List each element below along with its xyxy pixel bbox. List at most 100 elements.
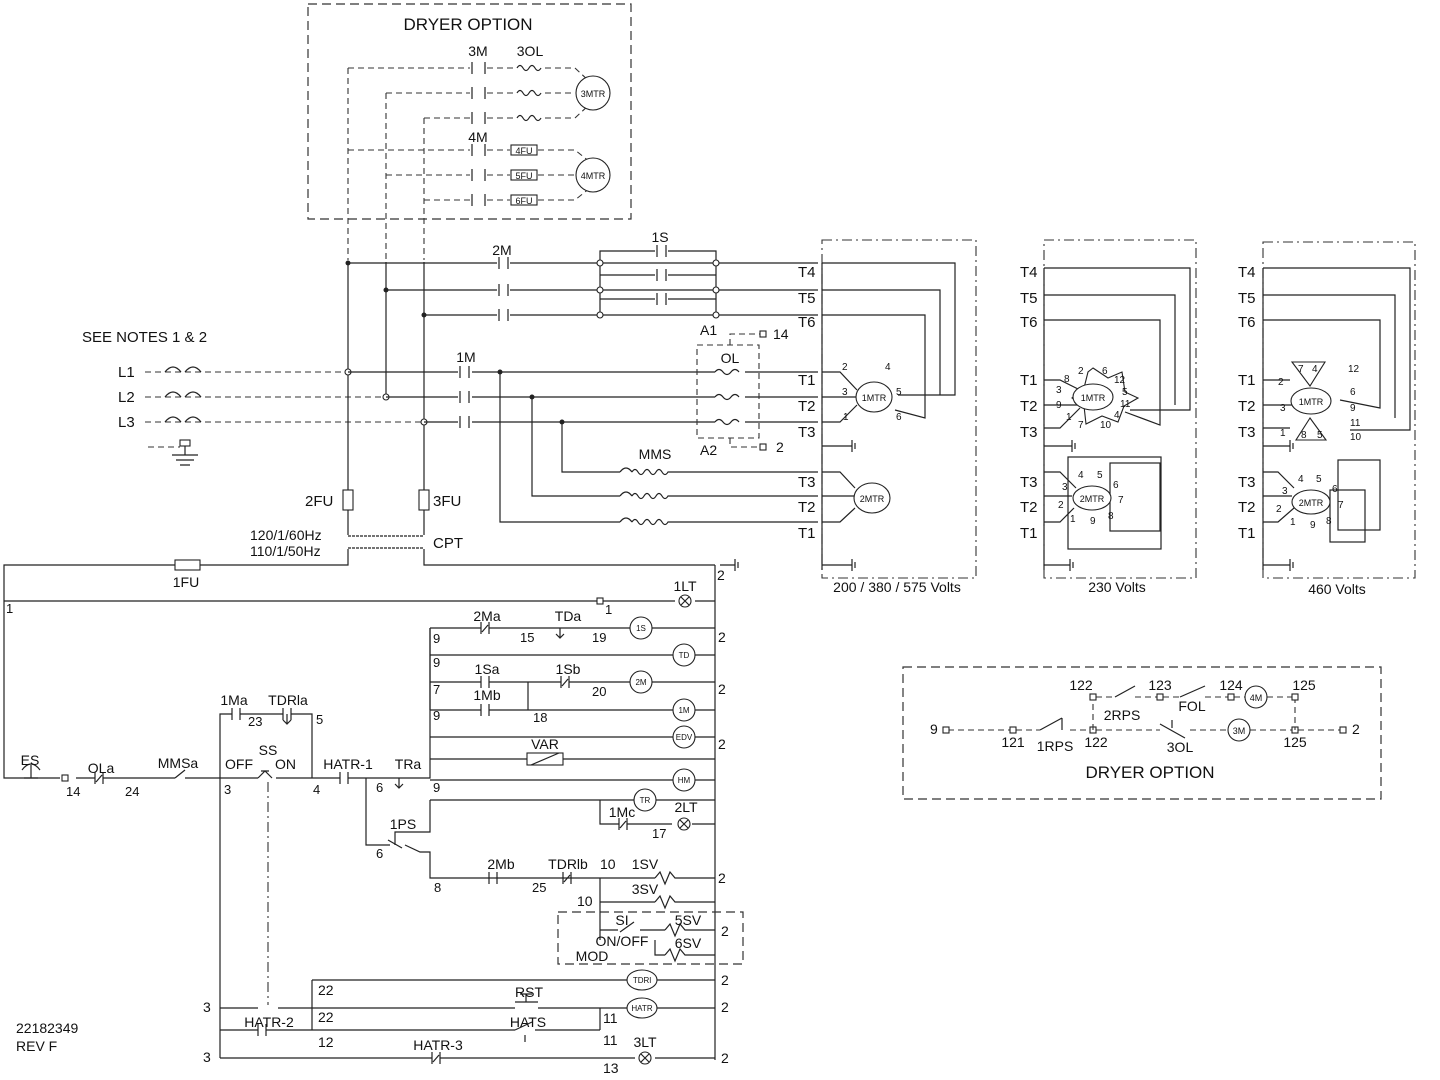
coil-2m: 2M xyxy=(635,678,646,687)
p2-t5: T5 xyxy=(1020,290,1038,307)
wire-7: 7 xyxy=(433,682,440,697)
contact-1sb: 1Sb xyxy=(556,661,581,677)
p1-lead-2: 2 xyxy=(842,362,848,373)
p2-lead-11: 11 xyxy=(1120,399,1131,410)
p2-lead-7: 7 xyxy=(1078,420,1084,431)
contact-1mb: 1Mb xyxy=(473,687,500,703)
motor-panel-2: T4 T5 T6 T1 T2 T3 T3 T2 T1 1MTR 3 8 9 1 … xyxy=(1020,239,1197,595)
doc-number: 22182349 xyxy=(16,1020,79,1036)
p3-t3: T3 xyxy=(1238,424,1256,441)
p2-lead-8: 8 xyxy=(1064,374,1070,385)
p3-m2-lead-3: 3 xyxy=(1282,486,1288,497)
p3-lead-5: 5 xyxy=(1317,430,1323,441)
do-124: 124 xyxy=(1219,677,1243,693)
wire-10-a: 10 xyxy=(600,856,616,872)
valve-1sv: 1SV xyxy=(632,856,659,872)
p2-m2-lead-7: 7 xyxy=(1118,495,1124,506)
wire-2-1s: 2 xyxy=(718,629,726,645)
switch-hats: HATS xyxy=(510,1014,546,1030)
coil-hatr: HATR xyxy=(631,1004,652,1013)
p3-m2-lead-9: 9 xyxy=(1310,520,1316,531)
p3-lead-7: 7 xyxy=(1298,364,1304,375)
valve-5sv: 5SV xyxy=(675,912,702,928)
contact-tda: TDa xyxy=(555,608,582,624)
p3-lead-6: 6 xyxy=(1350,387,1356,398)
wire-9-c: 9 xyxy=(433,708,440,723)
do-2: 2 xyxy=(1352,721,1360,737)
p1-voltage: 200 / 380 / 575 Volts xyxy=(833,579,961,595)
do-9: 9 xyxy=(930,721,938,737)
fuse-5fu-label: 5FU xyxy=(515,171,532,181)
coil-1s: 1S xyxy=(636,624,646,633)
coil-hm: HM xyxy=(678,776,691,785)
dryer-option-bottom-title: DRYER OPTION xyxy=(1085,763,1214,782)
p2-2mtr: 2MTR xyxy=(1080,494,1105,504)
p3-1mtr: 1MTR xyxy=(1299,397,1324,407)
transformer-cpt-label: CPT xyxy=(433,535,463,552)
ss-off-label: OFF xyxy=(225,756,253,772)
fuse-4fu-label: 4FU xyxy=(515,146,532,156)
p3-m2-lead-8: 8 xyxy=(1326,516,1332,527)
wire-9-main: 9 xyxy=(433,780,440,795)
contact-3m-label: 3M xyxy=(468,43,487,59)
wire-2-3lt: 2 xyxy=(721,1050,729,1066)
ol-label: OL xyxy=(721,350,740,366)
button-rst[interactable]: RST xyxy=(515,984,543,1000)
contact-1m-label: 1M xyxy=(456,349,475,365)
p3-lead-10: 10 xyxy=(1350,432,1362,443)
p2-lead-10: 10 xyxy=(1100,420,1112,431)
do-4m: 4M xyxy=(1250,693,1263,703)
wire-25: 25 xyxy=(532,880,546,895)
wire-3-c: 3 xyxy=(203,1049,211,1065)
do-fol: FOL xyxy=(1178,698,1205,714)
wire-2-hatr: 2 xyxy=(721,999,729,1015)
wire-24: 24 xyxy=(125,784,139,799)
dryer-option-bottom: 9 121 1RPS 122 3OL 3M 125 2 122 2RPS 123… xyxy=(902,666,1382,800)
a2-label: A2 xyxy=(700,442,717,458)
p3-m2-lead-7: 7 xyxy=(1338,500,1344,511)
lamp-2lt: 2LT xyxy=(674,799,698,815)
wire-18: 18 xyxy=(533,710,547,725)
do-2rps: 2RPS xyxy=(1104,707,1141,723)
p2-t2: T2 xyxy=(1020,398,1038,415)
control-circuit: 1FU 1 2 1 1LT 9 9 7 9 2Ma 15 TDa 19 1S 2… xyxy=(3,559,744,1076)
p1-lead-4: 4 xyxy=(885,362,891,373)
p3-voltage: 460 Volts xyxy=(1308,581,1366,597)
p2-lead-9: 9 xyxy=(1056,400,1062,411)
doc-rev: REV F xyxy=(16,1038,57,1054)
wire-3-b: 3 xyxy=(203,999,211,1015)
wire-2-top: 2 xyxy=(717,567,725,583)
valve-3sv: 3SV xyxy=(632,881,659,897)
p2-m2-lead-9: 9 xyxy=(1090,516,1096,527)
contact-2ma: 2Ma xyxy=(473,608,500,624)
fuse-3fu-label: 3FU xyxy=(433,493,461,510)
contact-2mb: 2Mb xyxy=(487,856,514,872)
wire-20: 20 xyxy=(592,684,606,699)
fuse-2fu-label: 2FU xyxy=(305,493,333,510)
p2-t1: T1 xyxy=(1020,372,1038,389)
contact-1mc: 1Mc xyxy=(609,804,635,820)
do-123: 123 xyxy=(1148,677,1172,693)
p1-b-t1: T1 xyxy=(798,525,816,542)
line-l3-label: L3 xyxy=(118,414,135,431)
p1-lead-5: 5 xyxy=(896,387,902,398)
coil-tdrl: TDRl xyxy=(633,976,651,985)
p1-1mtr: 1MTR xyxy=(862,393,887,403)
wire-2-1sv: 2 xyxy=(718,870,726,886)
do-122-b: 122 xyxy=(1084,734,1108,750)
si-mod: MOD xyxy=(576,948,609,964)
p3-b-t1: T1 xyxy=(1238,525,1256,542)
wire-2-edv: 2 xyxy=(718,736,726,752)
line-l2-label: L2 xyxy=(118,389,135,406)
do-125-b: 125 xyxy=(1283,734,1307,750)
p3-lead-3: 3 xyxy=(1280,403,1286,414)
voltage-60hz: 120/1/60Hz xyxy=(250,527,322,543)
contact-mmsa: MMSa xyxy=(158,755,199,771)
p1-t6: T6 xyxy=(798,314,816,331)
contact-tdrlb: TDRlb xyxy=(548,856,588,872)
motor-panel-1: T4 T5 T6 T1 T2 T3 T3 T2 T1 1MTR 2 3 1 4 … xyxy=(798,239,977,595)
p1-t5: T5 xyxy=(798,290,816,307)
fuse-6fu-label: 6FU xyxy=(515,196,532,206)
p3-t4: T4 xyxy=(1238,264,1256,281)
